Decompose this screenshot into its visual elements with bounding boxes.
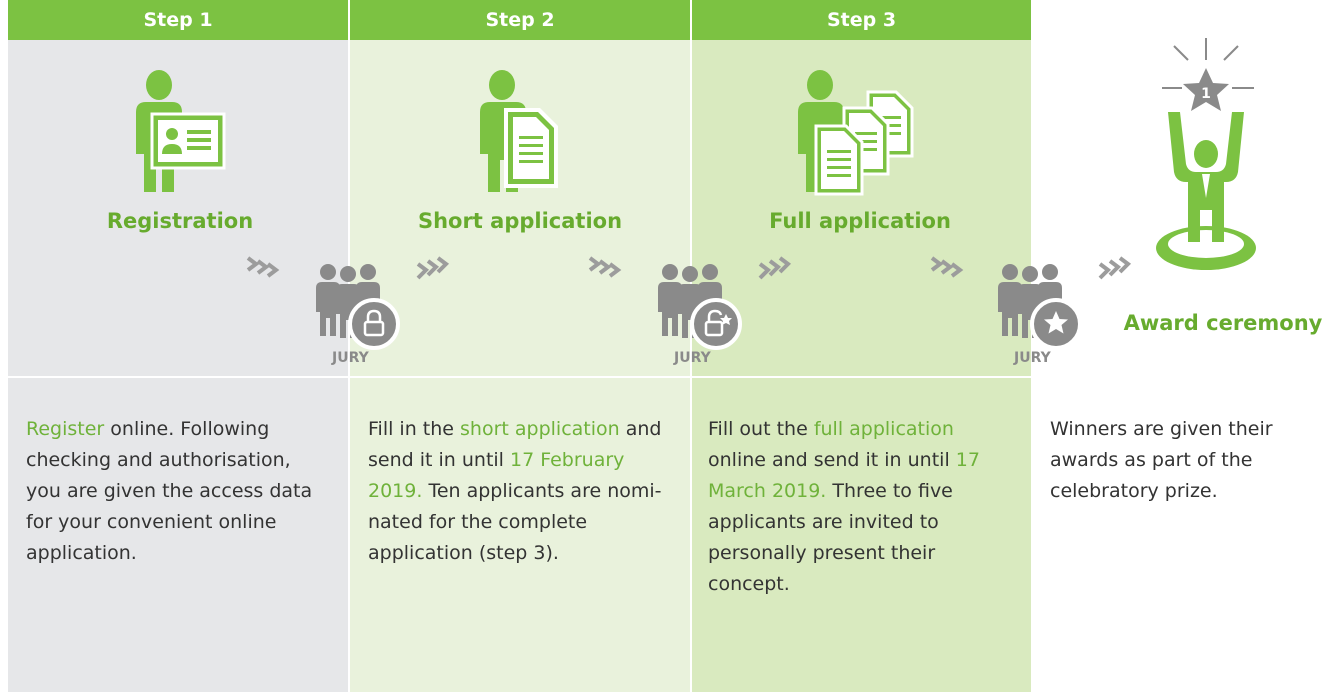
- jury-label: JURY: [1014, 350, 1051, 366]
- stage-label-award-ceremony: Award ceremony: [1123, 311, 1323, 335]
- stage-label-registration: Registration: [106, 209, 254, 233]
- full-application-link[interactable]: full application: [813, 418, 954, 440]
- chevrons-up-icon: [416, 256, 450, 280]
- person-documents-icon: [798, 70, 914, 196]
- step-2-header: Step 2: [350, 0, 690, 40]
- chevrons-up-icon: [1098, 256, 1132, 280]
- award-description: Winners are given their awards as part o…: [1050, 418, 1273, 502]
- register-link[interactable]: Register: [26, 418, 105, 440]
- jury-unlock-star-icon: [658, 264, 742, 350]
- jury-lock-icon: [316, 264, 400, 350]
- winner-trophy-icon: 1: [1156, 38, 1256, 270]
- stage-label-short-application: Short application: [417, 209, 623, 233]
- deadline-full-application: 17 March 2019.: [708, 449, 980, 502]
- step-3-description: Fill out the full application online and…: [708, 418, 980, 595]
- jury-label: JURY: [332, 350, 369, 366]
- short-application-link[interactable]: short application: [460, 418, 620, 440]
- chevrons-up-icon: [758, 256, 792, 280]
- chevrons-down-icon: [930, 256, 964, 278]
- step-1-header: Step 1: [8, 0, 348, 40]
- award-badge-number: 1: [1201, 86, 1211, 102]
- jury-star-icon: [998, 264, 1082, 350]
- chevrons-down-icon: [246, 256, 280, 278]
- section-divider: [0, 376, 1339, 378]
- deadline-short-application: 17 February 2019.: [368, 449, 625, 502]
- stage-label-full-application: Full application: [769, 209, 951, 233]
- person-id-card-icon: [136, 70, 226, 192]
- jury-label: JURY: [674, 350, 711, 366]
- step-3-header: Step 3: [692, 0, 1031, 40]
- person-document-icon: [480, 70, 558, 192]
- step-2-description: Fill in the short application and send i…: [368, 418, 662, 564]
- chevrons-down-icon: [588, 256, 622, 278]
- step-1-description: Register online. Following checking and …: [26, 418, 313, 564]
